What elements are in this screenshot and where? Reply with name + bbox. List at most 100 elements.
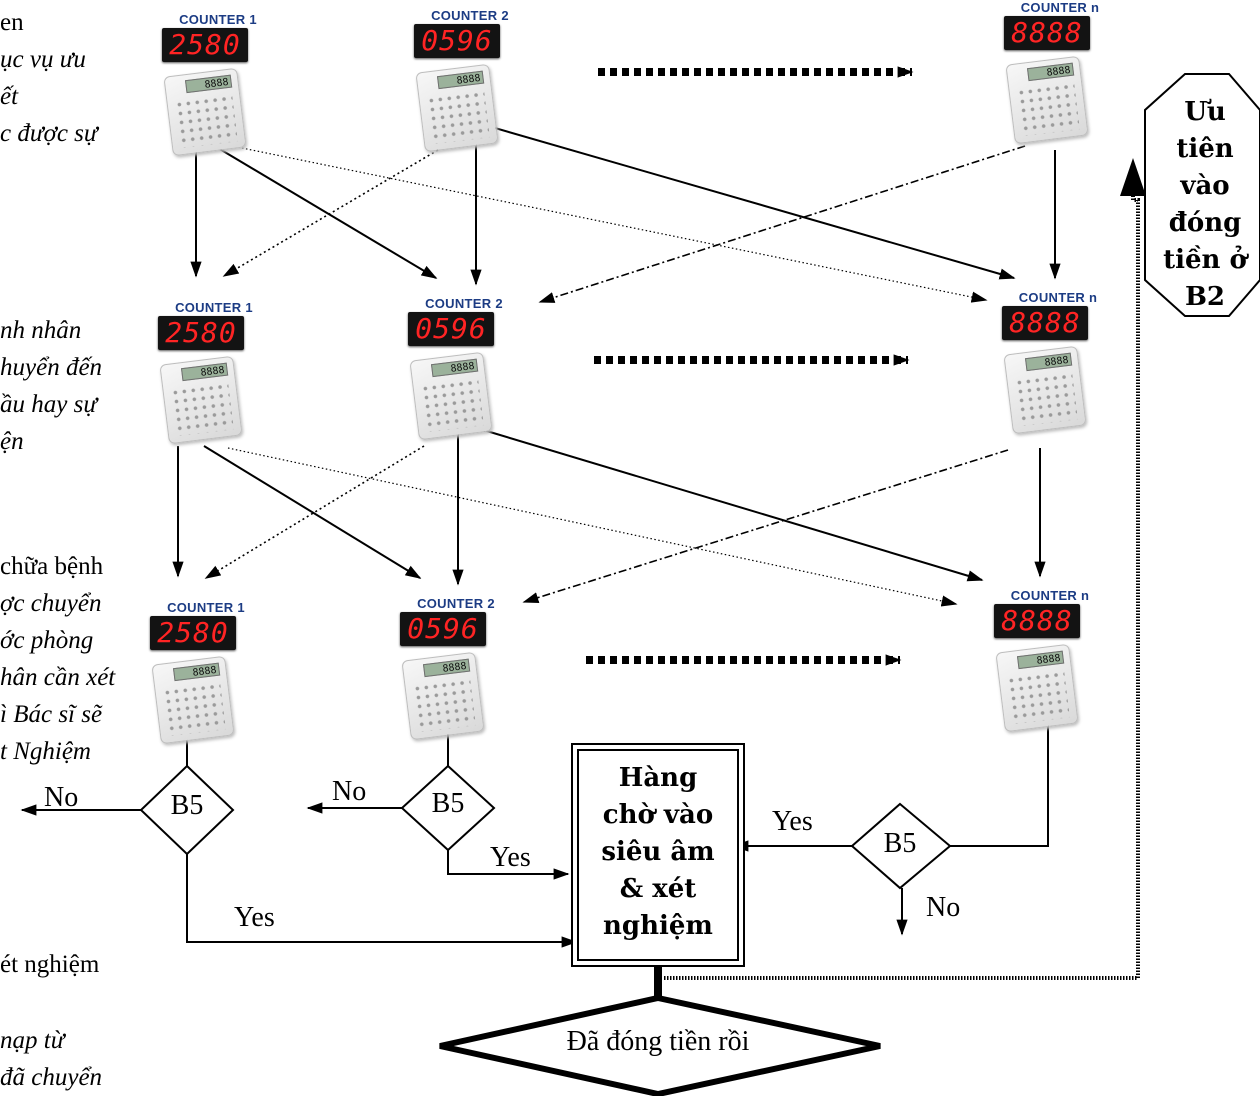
side-text-line: hân cần xét	[0, 664, 116, 691]
keypad-display: 8888	[430, 358, 479, 378]
counter-display: 8888	[1002, 306, 1088, 340]
side-text-line: huyển đến	[0, 354, 103, 381]
priority-box: Ưu tiên vào đóng tiền ở B2	[1150, 94, 1260, 312]
keypad-icon: 8888	[151, 655, 235, 745]
side-text-line: c được sự	[0, 120, 98, 147]
counter-r3c2: COUNTER 2 0596 8888	[396, 596, 516, 741]
dotted-r2c2-r3c1	[204, 445, 425, 579]
side-text-line: ét nghiệm	[0, 951, 100, 978]
waiting-box-inner	[577, 749, 739, 961]
loop-arrowhead	[1120, 158, 1146, 196]
keypad-display: 8888	[1026, 62, 1075, 82]
side-text-line: chữa bệnh	[0, 553, 104, 580]
side-text-line: ết	[0, 83, 19, 110]
counter-title: COUNTER n	[1010, 588, 1090, 603]
keypad-keys	[412, 677, 476, 733]
dotted-r1c1-r2cn	[241, 147, 988, 303]
keypad-keys	[420, 377, 484, 433]
keypad-display: 8888	[180, 362, 229, 382]
keypad-icon: 8888	[159, 355, 243, 445]
yes-label-1: Yes	[234, 902, 275, 933]
side-text-block1: en ục vụ ưu ết c được sự	[0, 4, 98, 152]
line-r3cn-b5	[950, 716, 1049, 847]
decision-b5-1: B5	[170, 790, 204, 821]
counter-title: COUNTER 1	[179, 12, 257, 27]
counter-display: 0596	[414, 24, 500, 58]
flow-diagram	[20, 66, 1260, 1096]
waiting-line: Hàng	[618, 763, 698, 793]
side-text-block2: nh nhân huyển đến ầu hay sự ện	[0, 312, 102, 460]
priority-line: Ưu	[1184, 97, 1226, 127]
paid-diamond-shape	[439, 994, 881, 1096]
side-text-block4: ét nghiệm	[0, 946, 99, 983]
decision-b5-3: B5	[883, 828, 917, 859]
waiting-line: nghiệm	[603, 911, 713, 941]
side-text-line: ợc chuyển	[0, 590, 102, 617]
side-text-line: đã chuyển	[0, 1064, 103, 1091]
side-text-line: ục vụ ưu	[0, 46, 86, 73]
waiting-line: siêu âm	[601, 837, 715, 867]
side-text-block3: chữa bệnh ợc chuyển ớc phòng hân cần xét…	[0, 548, 115, 770]
counter-title: COUNTER 2	[417, 596, 495, 611]
counter-display: 8888	[994, 604, 1080, 638]
side-text-line: t Nghiệm	[0, 738, 91, 765]
counter-display: 2580	[162, 28, 248, 62]
priority-line: vào	[1180, 171, 1230, 201]
keypad-display: 8888	[1024, 352, 1073, 372]
keypad-display: 8888	[1016, 650, 1065, 670]
arrow-r2c2-r3cn	[469, 425, 984, 582]
keypad-keys	[162, 681, 226, 737]
waiting-box: Hàng chờ vào siêu âm & xét nghiệm	[580, 760, 736, 945]
counter-r2c2: COUNTER 2 0596 8888	[404, 296, 524, 441]
no-label-2: No	[332, 776, 367, 807]
paid-diamond: Đã đóng tiền rồi	[566, 1026, 750, 1057]
counter-display: 0596	[400, 612, 486, 646]
keypad-icon: 8888	[409, 351, 493, 441]
counter-r3c1: COUNTER 1 2580 8888	[146, 600, 266, 745]
dashed-r1cn-r2c2	[538, 145, 1026, 303]
keypad-display: 8888	[422, 658, 471, 678]
side-text-line: en	[0, 9, 24, 36]
keypad-icon: 8888	[415, 63, 499, 153]
counter-title: COUNTER 2	[431, 8, 509, 23]
counter-display: 0596	[408, 312, 494, 346]
side-text-line: nh nhân	[0, 317, 82, 344]
decision-b5-3-shape	[850, 802, 952, 890]
keypad-display: 8888	[172, 662, 221, 682]
keypad-icon: 8888	[1005, 55, 1089, 145]
yes-arrow-2	[447, 850, 570, 880]
decision-b5-2: B5	[431, 788, 465, 819]
keypad-keys	[1016, 81, 1080, 137]
keypad-keys	[1014, 371, 1078, 427]
counter-r3cn: COUNTER n 8888 8888	[990, 588, 1110, 733]
keypad-display: 8888	[184, 74, 233, 94]
keypad-keys	[1006, 669, 1070, 725]
side-text-line: ầu hay sự	[0, 391, 97, 418]
side-text-line: nạp từ	[0, 1027, 65, 1054]
keypad-keys	[174, 93, 238, 149]
dotted-r2c1-r3cn	[227, 447, 958, 607]
waiting-line: chờ vào	[602, 800, 714, 830]
keypad-display: 8888	[436, 70, 485, 90]
no-label-3: No	[926, 892, 961, 923]
priority-line: đóng	[1168, 208, 1242, 238]
keypad-icon: 8888	[401, 651, 485, 741]
counter-r2c1: COUNTER 1 2580 8888	[154, 300, 274, 445]
counter-r1cn: COUNTER n 8888 8888	[1000, 0, 1120, 145]
side-text-line: ớc phòng	[0, 627, 94, 654]
keypad-icon: 8888	[995, 643, 1079, 733]
counter-title: COUNTER n	[1020, 0, 1100, 15]
yes-label-2: Yes	[490, 842, 531, 873]
priority-line: B2	[1184, 282, 1226, 312]
priority-line: tiền ở	[1163, 245, 1247, 275]
counter-r1c2: COUNTER 2 0596 8888	[410, 8, 530, 153]
no-label-1: No	[44, 782, 79, 813]
arrow-r2c1-r3c2	[203, 445, 422, 579]
counter-r2cn: COUNTER n 8888 8888	[998, 290, 1118, 435]
arrow-r1c2-r2cn	[487, 125, 1016, 280]
counter-r1c1: COUNTER 1 2580 8888	[158, 12, 278, 157]
priority-line: tiên	[1176, 134, 1234, 164]
keypad-icon: 8888	[163, 67, 247, 157]
waiting-box-outer	[571, 743, 745, 967]
counter-title: COUNTER 1	[175, 300, 253, 315]
